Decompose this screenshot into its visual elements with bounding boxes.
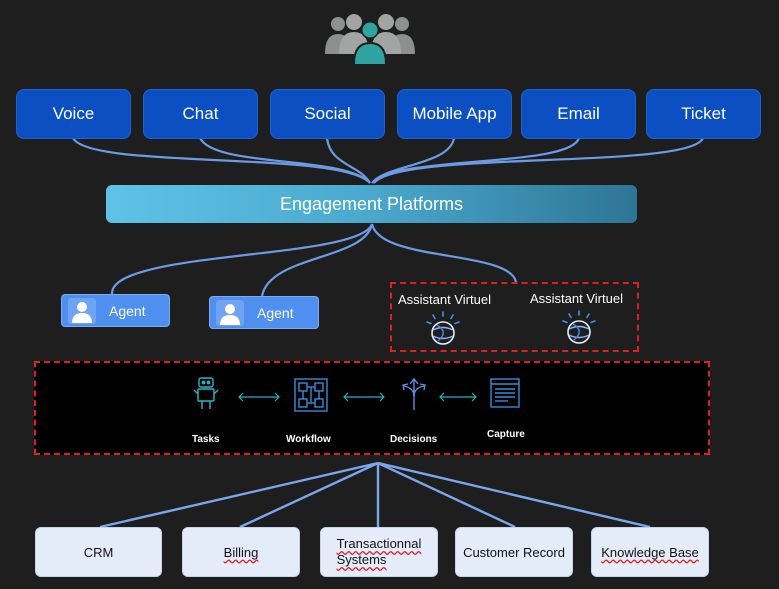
system-billing: Billing	[182, 527, 300, 577]
team-people-icon	[325, 14, 415, 64]
engagement-platform-label: Engagement Platforms	[279, 193, 464, 214]
channel-voice: Voice	[16, 89, 131, 139]
connector-knowledge-base	[377, 461, 651, 529]
virtual-assistant-group	[390, 282, 639, 352]
system-transactional-label-line1: Transactionnal	[336, 536, 422, 551]
channel-ticket-label: Ticket	[681, 104, 726, 123]
channel-chat-label: Chat	[182, 104, 219, 123]
agent-label-1: Agent	[109, 302, 146, 319]
user-icon	[67, 297, 97, 325]
system-knowledge-base-label: Knowledge Base	[601, 545, 699, 560]
connector-customer-record	[377, 461, 516, 529]
agent-box-1: Agent	[61, 294, 170, 327]
connector-crm	[99, 461, 379, 529]
channel-social: Social	[270, 89, 385, 139]
connector-voice	[72, 137, 371, 184]
capture-screen-icon	[490, 378, 520, 408]
connector-social	[325, 137, 371, 184]
connector-agent-2	[260, 223, 374, 297]
assistant-label-1: Assistant Virtuel	[398, 292, 491, 307]
connector-billing	[239, 461, 379, 529]
system-crm-label: CRM	[83, 544, 114, 560]
decision-split-icon	[402, 377, 426, 410]
system-knowledge-base: Knowledge Base	[591, 527, 709, 577]
system-crm: CRM	[35, 527, 162, 577]
watson-icon	[426, 311, 460, 345]
watson-icon	[562, 310, 596, 344]
robot-icon	[193, 377, 219, 409]
arrow-double-icon	[343, 392, 385, 402]
process-label-tasks: Tasks	[192, 434, 220, 445]
agent-label-2: Agent	[257, 304, 294, 321]
user-icon	[215, 299, 245, 327]
knowledge-base-text: Knowledge Base	[601, 544, 699, 560]
channel-mobile-app-label: Mobile App	[412, 104, 497, 123]
system-transactional-label-line2: Systems	[336, 552, 387, 567]
arrow-double-icon	[439, 392, 477, 402]
connector-chat	[199, 137, 371, 184]
channel-social-label: Social	[304, 104, 351, 123]
channel-chat: Chat	[143, 89, 258, 139]
process-label-capture: Capture	[487, 429, 525, 440]
channel-mobile-app: Mobile App	[397, 89, 512, 139]
channel-email: Email	[521, 89, 636, 139]
connector-agent-1	[110, 223, 374, 295]
channel-voice-label: Voice	[52, 104, 95, 123]
connector-assistant	[370, 223, 518, 283]
arrow-double-icon	[238, 392, 280, 402]
system-transactional: Transactionnal Systems	[320, 527, 438, 577]
channel-ticket: Ticket	[646, 89, 761, 139]
agent-box-2: Agent	[209, 296, 319, 329]
assistant-label-2: Assistant Virtuel	[530, 291, 623, 306]
process-label-decisions: Decisions	[390, 434, 438, 445]
process-automation-group	[34, 361, 710, 455]
system-customer-record-label: Customer Record	[463, 544, 565, 560]
system-billing-label: Billing	[223, 544, 259, 560]
connector-ticket	[373, 137, 705, 184]
workflow-icon	[294, 378, 328, 412]
channel-email-label: Email	[557, 104, 600, 123]
process-label-workflow: Workflow	[286, 434, 331, 445]
system-customer-record: Customer Record	[455, 527, 573, 577]
engagement-platform-bar: Engagement Platforms	[106, 185, 637, 223]
